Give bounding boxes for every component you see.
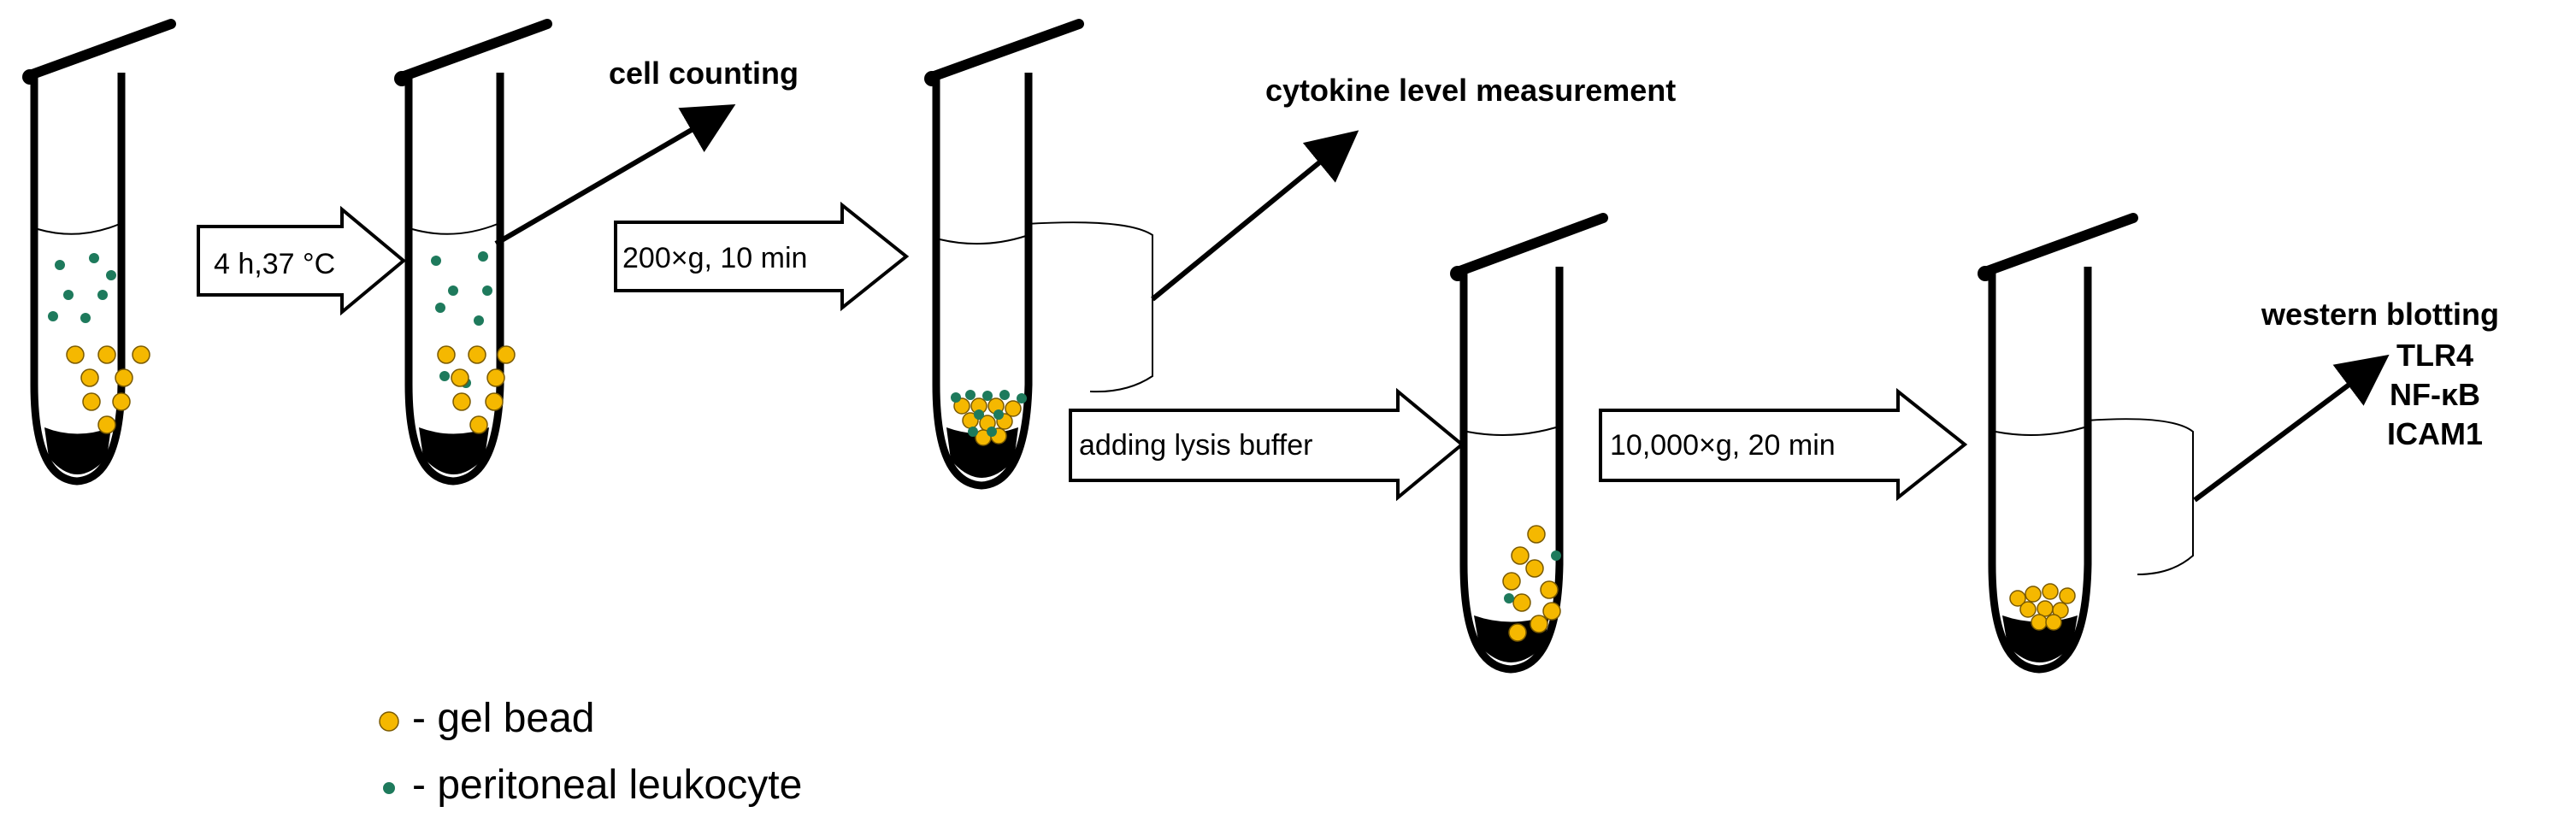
tube-5-pellet: [2009, 583, 2076, 631]
tube-4-leukocytes: [1504, 550, 1561, 603]
centrifuge-low-label: 200×g, 10 min: [622, 242, 807, 274]
incubation-label: 4 h,37 °C: [214, 248, 335, 280]
tube-4-cap: [1453, 213, 1608, 277]
step-arrow-lysis: adding lysis buffer: [1069, 387, 1465, 502]
tube-1-gel-beads: [66, 345, 150, 434]
tube-2-cap-hinge: [394, 71, 410, 86]
tube-5-cap: [1980, 213, 2138, 277]
tube-5-body: [1988, 267, 2092, 674]
lysis-label: adding lysis buffer: [1079, 429, 1312, 462]
legend-gel-bead-swatch: [379, 711, 399, 732]
tube-2: [394, 19, 736, 486]
tube-2-leukocytes: [431, 251, 492, 388]
tube-5-cap-hinge: [1978, 266, 1993, 281]
step-arrow-centrifuge-high: 10,000×g, 20 min: [1599, 387, 1968, 502]
target-tlr4: TLR4: [2396, 338, 2473, 373]
tube-5: [1978, 213, 2390, 674]
target-nfkb: NF-κB: [2390, 377, 2480, 412]
tube-2-liquid-surface: [411, 223, 498, 235]
tube-2-body: [404, 73, 504, 486]
tube-4-liquid-surface: [1466, 427, 1557, 436]
tube-1-liquid-surface: [37, 223, 121, 235]
cytokine-arrow: [1151, 130, 1359, 302]
tube-3: [924, 19, 1359, 490]
western-arrow: [2193, 354, 2390, 503]
cell-counting-arrow: [494, 103, 736, 246]
legend-leukocyte-swatch: [383, 782, 395, 794]
tube-1: [22, 19, 176, 486]
tube-3-pellet: [951, 390, 1027, 446]
tube-1-leukocytes: [48, 253, 116, 323]
tube-1-cap: [25, 19, 176, 80]
tube-3-body: [932, 73, 1033, 490]
cytokine-label: cytokine level measurement: [1265, 73, 1676, 108]
tube-4-gel-beads: [1502, 525, 1561, 642]
tube-2-gel-beads: [437, 345, 516, 434]
legend-gel-bead-label: - gel bead: [412, 696, 595, 741]
western-label: western blotting: [2261, 297, 2499, 332]
tube-5-supernatant-bracket: [2085, 418, 2194, 575]
target-icam1: ICAM1: [2387, 416, 2483, 451]
tube-1-tip: [44, 427, 111, 474]
legend: - gel bead - peritoneal leukocyte: [379, 696, 802, 808]
tube-3-cap: [927, 19, 1084, 82]
cell-counting-label: cell counting: [609, 56, 799, 91]
step-arrow-incubation: 4 h,37 °C: [197, 205, 407, 316]
tube-3-liquid-surface: [939, 235, 1027, 245]
centrifuge-high-label: 10,000×g, 20 min: [1610, 429, 1836, 462]
tube-4-cap-hinge: [1450, 266, 1465, 281]
tube-2-cap: [397, 19, 552, 82]
step-arrow-centrifuge-low: 200×g, 10 min: [614, 201, 910, 312]
tube-1-body: [30, 73, 126, 486]
tube-3-supernatant-bracket: [1025, 221, 1153, 393]
tube-2-tip: [419, 427, 489, 474]
tube-5-liquid-surface: [1995, 427, 2085, 436]
legend-leukocyte-label: - peritoneal leukocyte: [412, 762, 802, 808]
tube-3-cap-hinge: [924, 71, 940, 86]
tube-1-cap-hinge: [22, 69, 38, 85]
tube-4: [1450, 213, 1608, 674]
